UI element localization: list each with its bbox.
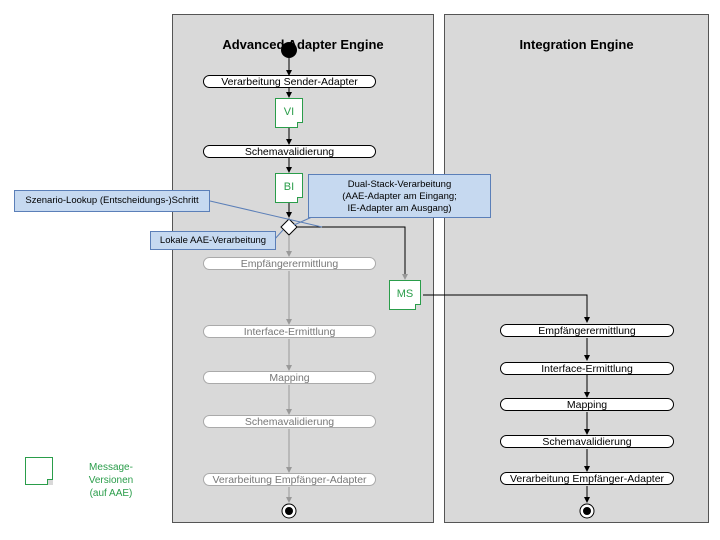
legend-line-3: (auf AAE): [89, 488, 133, 499]
doc-ms: MS: [389, 280, 421, 310]
step-mapping-ie: Mapping: [500, 398, 674, 411]
step-schema-validation-aae-2: Schemavalidierung: [203, 415, 376, 428]
note-scenario-lookup: Szenario-Lookup (Entscheidungs-)Schritt: [14, 190, 210, 212]
doc-bi: BI: [275, 173, 303, 203]
note-local-processing: Lokale AAE-Verarbeitung: [150, 231, 276, 250]
note-dual-stack: Dual-Stack-Verarbeitung (AAE-Adapter am …: [308, 174, 491, 218]
legend-line-2: Versionen: [88, 475, 134, 486]
legend-doc-icon: [25, 457, 53, 485]
step-sender-adapter: Verarbeitung Sender-Adapter: [203, 75, 376, 88]
legend-message-versions: Message- Versionen (auf AAE): [76, 461, 146, 500]
lane-title-aae: Advanced Adapter Engine: [222, 37, 384, 52]
end-node-ie: [579, 503, 595, 519]
step-mapping-aae: Mapping: [203, 371, 376, 384]
legend-line-1: Message-: [89, 462, 133, 473]
decision-diamond: [280, 218, 298, 236]
lane-title-ie: Integration Engine: [519, 37, 634, 52]
end-node-aae: [281, 503, 297, 519]
doc-vi: VI: [275, 98, 303, 128]
step-schema-validation-aae-1: Schemavalidierung: [203, 145, 376, 158]
note-dual-stack-line-3: IE-Adapter am Ausgang): [347, 203, 452, 214]
note-dual-stack-line-1: Dual-Stack-Verarbeitung: [347, 179, 452, 190]
note-dual-stack-line-2: (AAE-Adapter am Eingang;: [342, 191, 457, 202]
step-receiver-determination-ie: Empfängerermittlung: [500, 324, 674, 337]
step-interface-determination-ie: Interface-Ermittlung: [500, 362, 674, 375]
step-receiver-determination-aae: Empfängerermittlung: [203, 257, 376, 270]
step-receiver-adapter-aae: Verarbeitung Empfänger-Adapter: [203, 473, 376, 486]
step-interface-determination-aae: Interface-Ermittlung: [203, 325, 376, 338]
step-schema-validation-ie: Schemavalidierung: [500, 435, 674, 448]
start-node: [281, 42, 297, 58]
step-receiver-adapter-ie: Verarbeitung Empfänger-Adapter: [500, 472, 674, 485]
